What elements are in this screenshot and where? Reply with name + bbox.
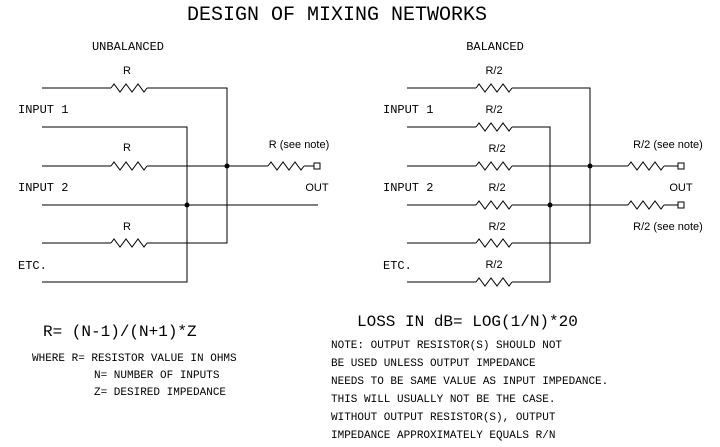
- unbalanced-output-resistor: [267, 161, 305, 171]
- unbalanced-resistor-label-1: R: [123, 65, 131, 77]
- loss-formula: LOSS IN dB= LOG(1/N)*20: [357, 313, 578, 331]
- where-line-1: WHERE R= RESISTOR VALUE IN OHMS: [32, 353, 237, 365]
- resistor-formula: R= (N-1)/(N+1)*Z: [43, 323, 197, 341]
- unbalanced-junction-2: [184, 202, 190, 208]
- balanced-input-1-label: INPUT 1: [383, 103, 433, 117]
- unbalanced-network: UNBALANCED R R R INPUT 1 INPUT 2 ETC. R …: [18, 40, 330, 283]
- balanced-output-resistor-label-1: R/2 (see note): [633, 139, 703, 151]
- balanced-resistor-3: [475, 161, 513, 171]
- balanced-heading: BALANCED: [466, 40, 524, 54]
- balanced-resistor-4: [475, 200, 513, 210]
- unbalanced-resistor-1: [110, 83, 148, 93]
- unbalanced-resistor-3: [110, 238, 148, 248]
- note-line-2: BE USED UNLESS OUTPUT IMPEDANCE: [331, 358, 536, 370]
- balanced-output-resistor-1: [627, 161, 665, 171]
- balanced-resistor-label-1: R/2: [485, 65, 502, 77]
- unbalanced-output-label: OUT: [305, 182, 329, 194]
- unbalanced-resistor-2: [110, 161, 148, 171]
- unbalanced-output-terminal: [313, 162, 321, 170]
- diagram-title: DESIGN OF MIXING NETWORKS: [187, 4, 487, 27]
- balanced-cold-bus: [407, 126, 628, 283]
- where-line-3: Z= DESIRED IMPEDANCE: [94, 387, 226, 399]
- balanced-resistor-label-3: R/2: [488, 143, 505, 155]
- unbalanced-input-2-label: INPUT 2: [18, 181, 68, 195]
- balanced-junction-1: [587, 163, 593, 169]
- unbalanced-resistor-label-3: R: [123, 221, 131, 233]
- balanced-resistor-label-4: R/2: [488, 182, 505, 194]
- balanced-output-terminal-2: [677, 201, 685, 209]
- balanced-resistor-2: [475, 122, 513, 132]
- unbalanced-output-resistor-label: R (see note): [269, 139, 330, 151]
- unbalanced-junction-1: [224, 163, 230, 169]
- balanced-output-resistor-label-2: R/2 (see note): [633, 221, 703, 233]
- balanced-resistor-6: [475, 277, 513, 287]
- note-line-6: IMPEDANCE APPROXIMATELY EQUALS R/N: [331, 430, 555, 442]
- note-line-5: WITHOUT OUTPUT RESISTOR(S), OUTPUT: [331, 412, 556, 424]
- unbalanced-heading: UNBALANCED: [92, 40, 164, 54]
- balanced-output-label: OUT: [669, 182, 693, 194]
- balanced-output-resistor-2: [627, 200, 665, 210]
- balanced-network: BALANCED R/2 R/2 R/2 R/2 R/2 R/2 INPUT 1…: [383, 40, 703, 287]
- balanced-junction-2: [547, 202, 553, 208]
- balanced-output-wires: [664, 165, 678, 206]
- balanced-etc-label: ETC.: [383, 259, 412, 273]
- balanced-resistor-label-2: R/2: [485, 104, 502, 116]
- balanced-hot-bus: [407, 87, 628, 244]
- balanced-output-terminal-1: [677, 162, 685, 170]
- note-line-4: THIS WILL USUALLY NOT BE THE CASE.: [331, 394, 555, 406]
- balanced-resistor-label-5: R/2: [488, 221, 505, 233]
- note-line-1: NOTE: OUTPUT RESISTOR(S) SHOULD NOT: [331, 340, 562, 352]
- unbalanced-input-1-label: INPUT 1: [18, 103, 68, 117]
- balanced-resistor-label-6: R/2: [485, 259, 502, 271]
- balanced-input-2-label: INPUT 2: [383, 181, 433, 195]
- note-line-3: NEEDS TO BE SAME VALUE AS INPUT IMPEDANC…: [331, 376, 608, 388]
- unbalanced-etc-label: ETC.: [18, 259, 47, 273]
- where-line-2: N= NUMBER OF INPUTS: [94, 370, 220, 382]
- unbalanced-resistor-label-2: R: [123, 142, 131, 154]
- balanced-resistor-5: [475, 238, 513, 248]
- balanced-resistor-1: [475, 83, 513, 93]
